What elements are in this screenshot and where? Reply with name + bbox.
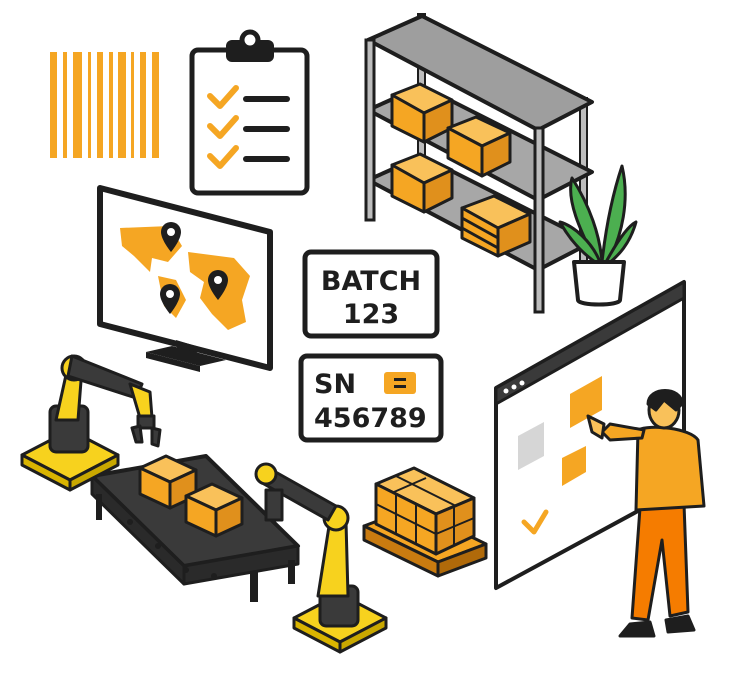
map-monitor xyxy=(97,185,273,372)
robot-arm-left xyxy=(20,354,162,492)
shelf-box xyxy=(446,115,512,178)
batch-label: BATCH 123 xyxy=(302,249,440,339)
conveyor-belt xyxy=(90,454,300,602)
pallet-stack xyxy=(362,466,488,578)
batch-label-line1: BATCH xyxy=(321,266,421,297)
conveyor-box xyxy=(184,482,244,538)
clipboard-checklist-icon xyxy=(189,29,310,196)
map-pin-icon xyxy=(208,270,228,300)
potted-plant xyxy=(558,164,638,307)
shelf-box xyxy=(390,152,454,214)
robot-arm-right xyxy=(254,462,388,654)
barcode-icon xyxy=(50,52,159,158)
serial-number: 456789 xyxy=(314,403,427,434)
worker-figure xyxy=(586,389,706,638)
shelf-box xyxy=(390,82,454,144)
serial-number-label: SN 456789 xyxy=(298,353,444,443)
map-pin-icon xyxy=(161,222,181,252)
map-pin-icon xyxy=(160,284,180,314)
shelf-box xyxy=(460,194,532,258)
check-icon xyxy=(521,509,549,535)
serial-prefix: SN xyxy=(314,369,356,400)
dashboard-panel xyxy=(494,280,686,590)
batch-label-line2: 123 xyxy=(343,299,399,330)
serial-tag-icon xyxy=(384,372,416,394)
